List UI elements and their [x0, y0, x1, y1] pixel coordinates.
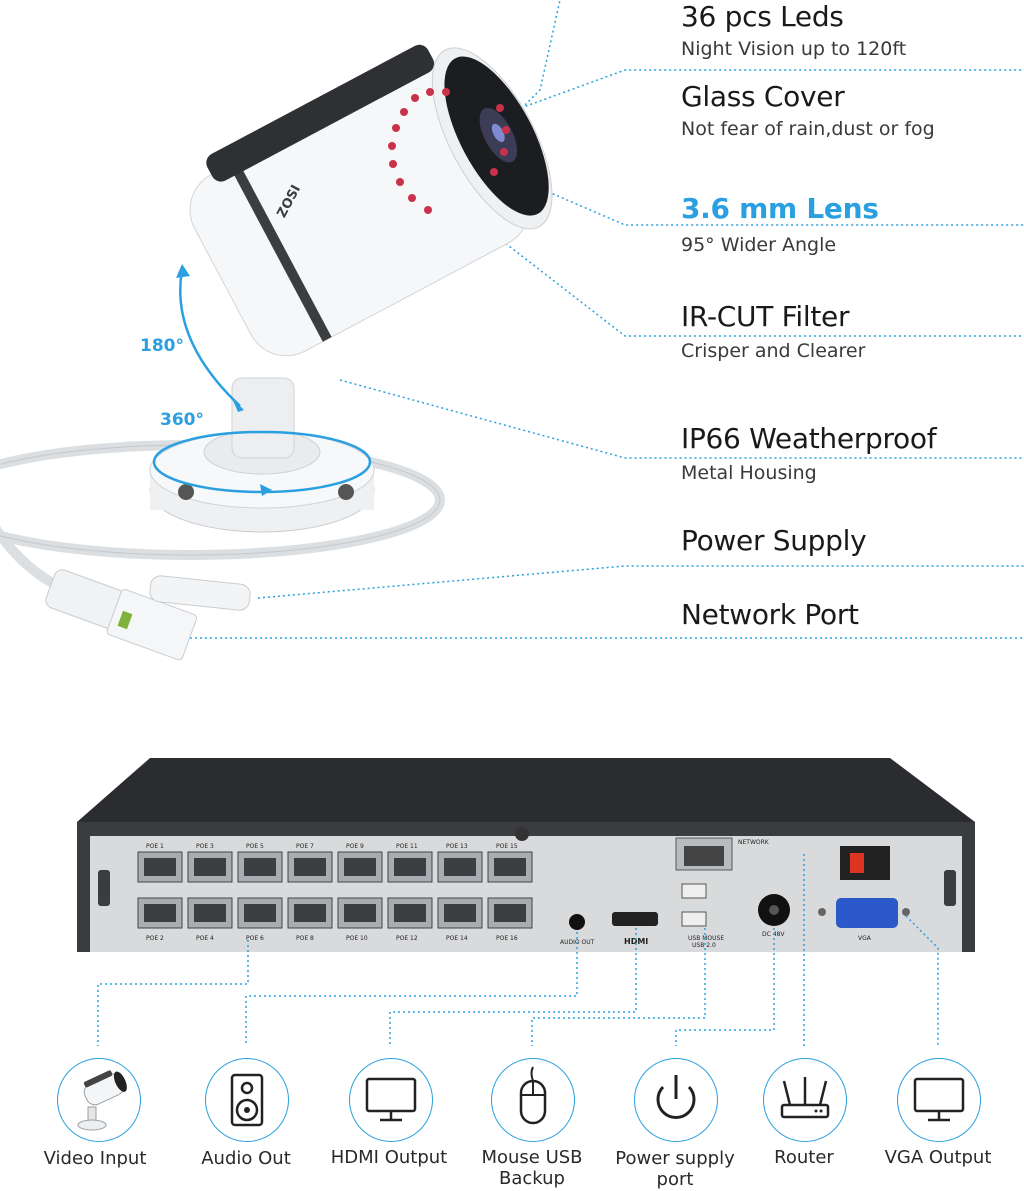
camera-icon	[77, 1070, 127, 1131]
power-switch	[840, 846, 890, 880]
poe-port-socket	[344, 858, 376, 876]
camera-body	[189, 44, 553, 357]
feature-title-ircut: IR-CUT Filter	[681, 300, 850, 333]
poe-label: POE 15	[496, 843, 518, 850]
interface-label-router: Router	[774, 1147, 834, 1168]
poe-label: POE 11	[396, 843, 418, 850]
feature-subtitle-glass: Not fear of rain,dust or fog	[681, 118, 935, 140]
poe-label: POE 8	[296, 935, 314, 942]
usb2-label: USB 2.0	[692, 942, 716, 949]
poe-ports-grid	[137, 851, 533, 929]
poe-label: POE 6	[246, 935, 264, 942]
poe-label: POE 7	[296, 843, 314, 850]
poe-label: POE 16	[496, 935, 518, 942]
router-icon-circle	[763, 1058, 847, 1142]
power-icon	[656, 1075, 696, 1119]
usb-port-2	[681, 911, 707, 927]
poe-port-socket	[444, 904, 476, 922]
rotation-horizontal-label: 360°	[160, 410, 204, 430]
poe-label: POE 13	[446, 843, 468, 850]
poe-port-socket	[344, 904, 376, 922]
usb-label: USB MOUSE	[688, 935, 724, 942]
hdmi-label: HDMI	[624, 937, 648, 946]
usb-port-1	[681, 883, 707, 899]
video-input-icon-circle	[57, 1058, 141, 1142]
poe-label: POE 14	[446, 935, 468, 942]
poe-port-socket	[494, 904, 526, 922]
poe-port-socket	[144, 858, 176, 876]
monitor-icon	[365, 1077, 417, 1122]
feature-title-ip66: IP66 Weatherproof	[681, 422, 937, 455]
feature-subtitle-ircut: Crisper and Clearer	[681, 340, 866, 362]
feature-subtitle-leds: Night Vision up to 120ft	[681, 38, 907, 60]
interface-label-video-input: Video Input	[43, 1148, 147, 1169]
nvr-top	[77, 758, 975, 822]
power-supply-icon-circle	[634, 1058, 718, 1142]
vga-label: VGA	[858, 935, 872, 942]
feature-title-glass: Glass Cover	[681, 80, 845, 113]
poe-label: POE 9	[346, 843, 364, 850]
network-label: NETWORK	[738, 839, 770, 846]
poe-port-socket	[144, 904, 176, 922]
interface-label-audio-out: Audio Out	[201, 1148, 291, 1169]
rotation-vertical-label: 180°	[140, 336, 184, 356]
router-icon	[780, 1077, 830, 1119]
hdmi-output-icon-circle	[349, 1058, 433, 1142]
poe-port-socket	[194, 858, 226, 876]
poe-label: POE 1	[146, 843, 164, 850]
feature-subtitle-lens: 95° Wider Angle	[681, 234, 837, 256]
feature-title-leds: 36 pcs Leds	[681, 0, 844, 33]
poe-label: POE 5	[246, 843, 264, 850]
interface-label-hdmi-output: HDMI Output	[330, 1147, 448, 1168]
power-connector	[149, 575, 251, 611]
poe-port-socket	[194, 904, 226, 922]
poe-label: POE 10	[346, 935, 368, 942]
feature-subtitle-ip66: Metal Housing	[681, 462, 817, 484]
feature-title-network: Network Port	[681, 598, 859, 631]
poe-label: POE 2	[146, 935, 164, 942]
vga-output-icon-circle	[897, 1058, 981, 1142]
feature-title-lens: 3.6 mm Lens	[681, 192, 879, 225]
poe-port-socket	[494, 858, 526, 876]
poe-port-socket	[394, 904, 426, 922]
ir-leds	[388, 88, 510, 214]
mouse-icon	[519, 1066, 547, 1125]
monitor-icon	[913, 1077, 965, 1122]
poe-port-socket	[444, 858, 476, 876]
poe-port-socket	[394, 858, 426, 876]
poe-label: POE 4	[196, 935, 214, 942]
audio-out-icon-circle	[205, 1058, 289, 1142]
audio-out-jack	[569, 914, 585, 930]
poe-port-socket	[294, 904, 326, 922]
poe-label: POE 12	[396, 935, 418, 942]
speaker-icon	[230, 1073, 264, 1127]
poe-port-socket	[294, 858, 326, 876]
feature-title-power: Power Supply	[681, 524, 867, 557]
mouse-usb-icon-circle	[491, 1058, 575, 1142]
hdmi-port	[612, 912, 658, 926]
poe-label: POE 3	[196, 843, 214, 850]
interface-label-vga-output: VGA Output	[884, 1147, 992, 1168]
vga-port	[836, 898, 898, 928]
poe-port-socket	[244, 858, 276, 876]
poe-port-socket	[244, 904, 276, 922]
